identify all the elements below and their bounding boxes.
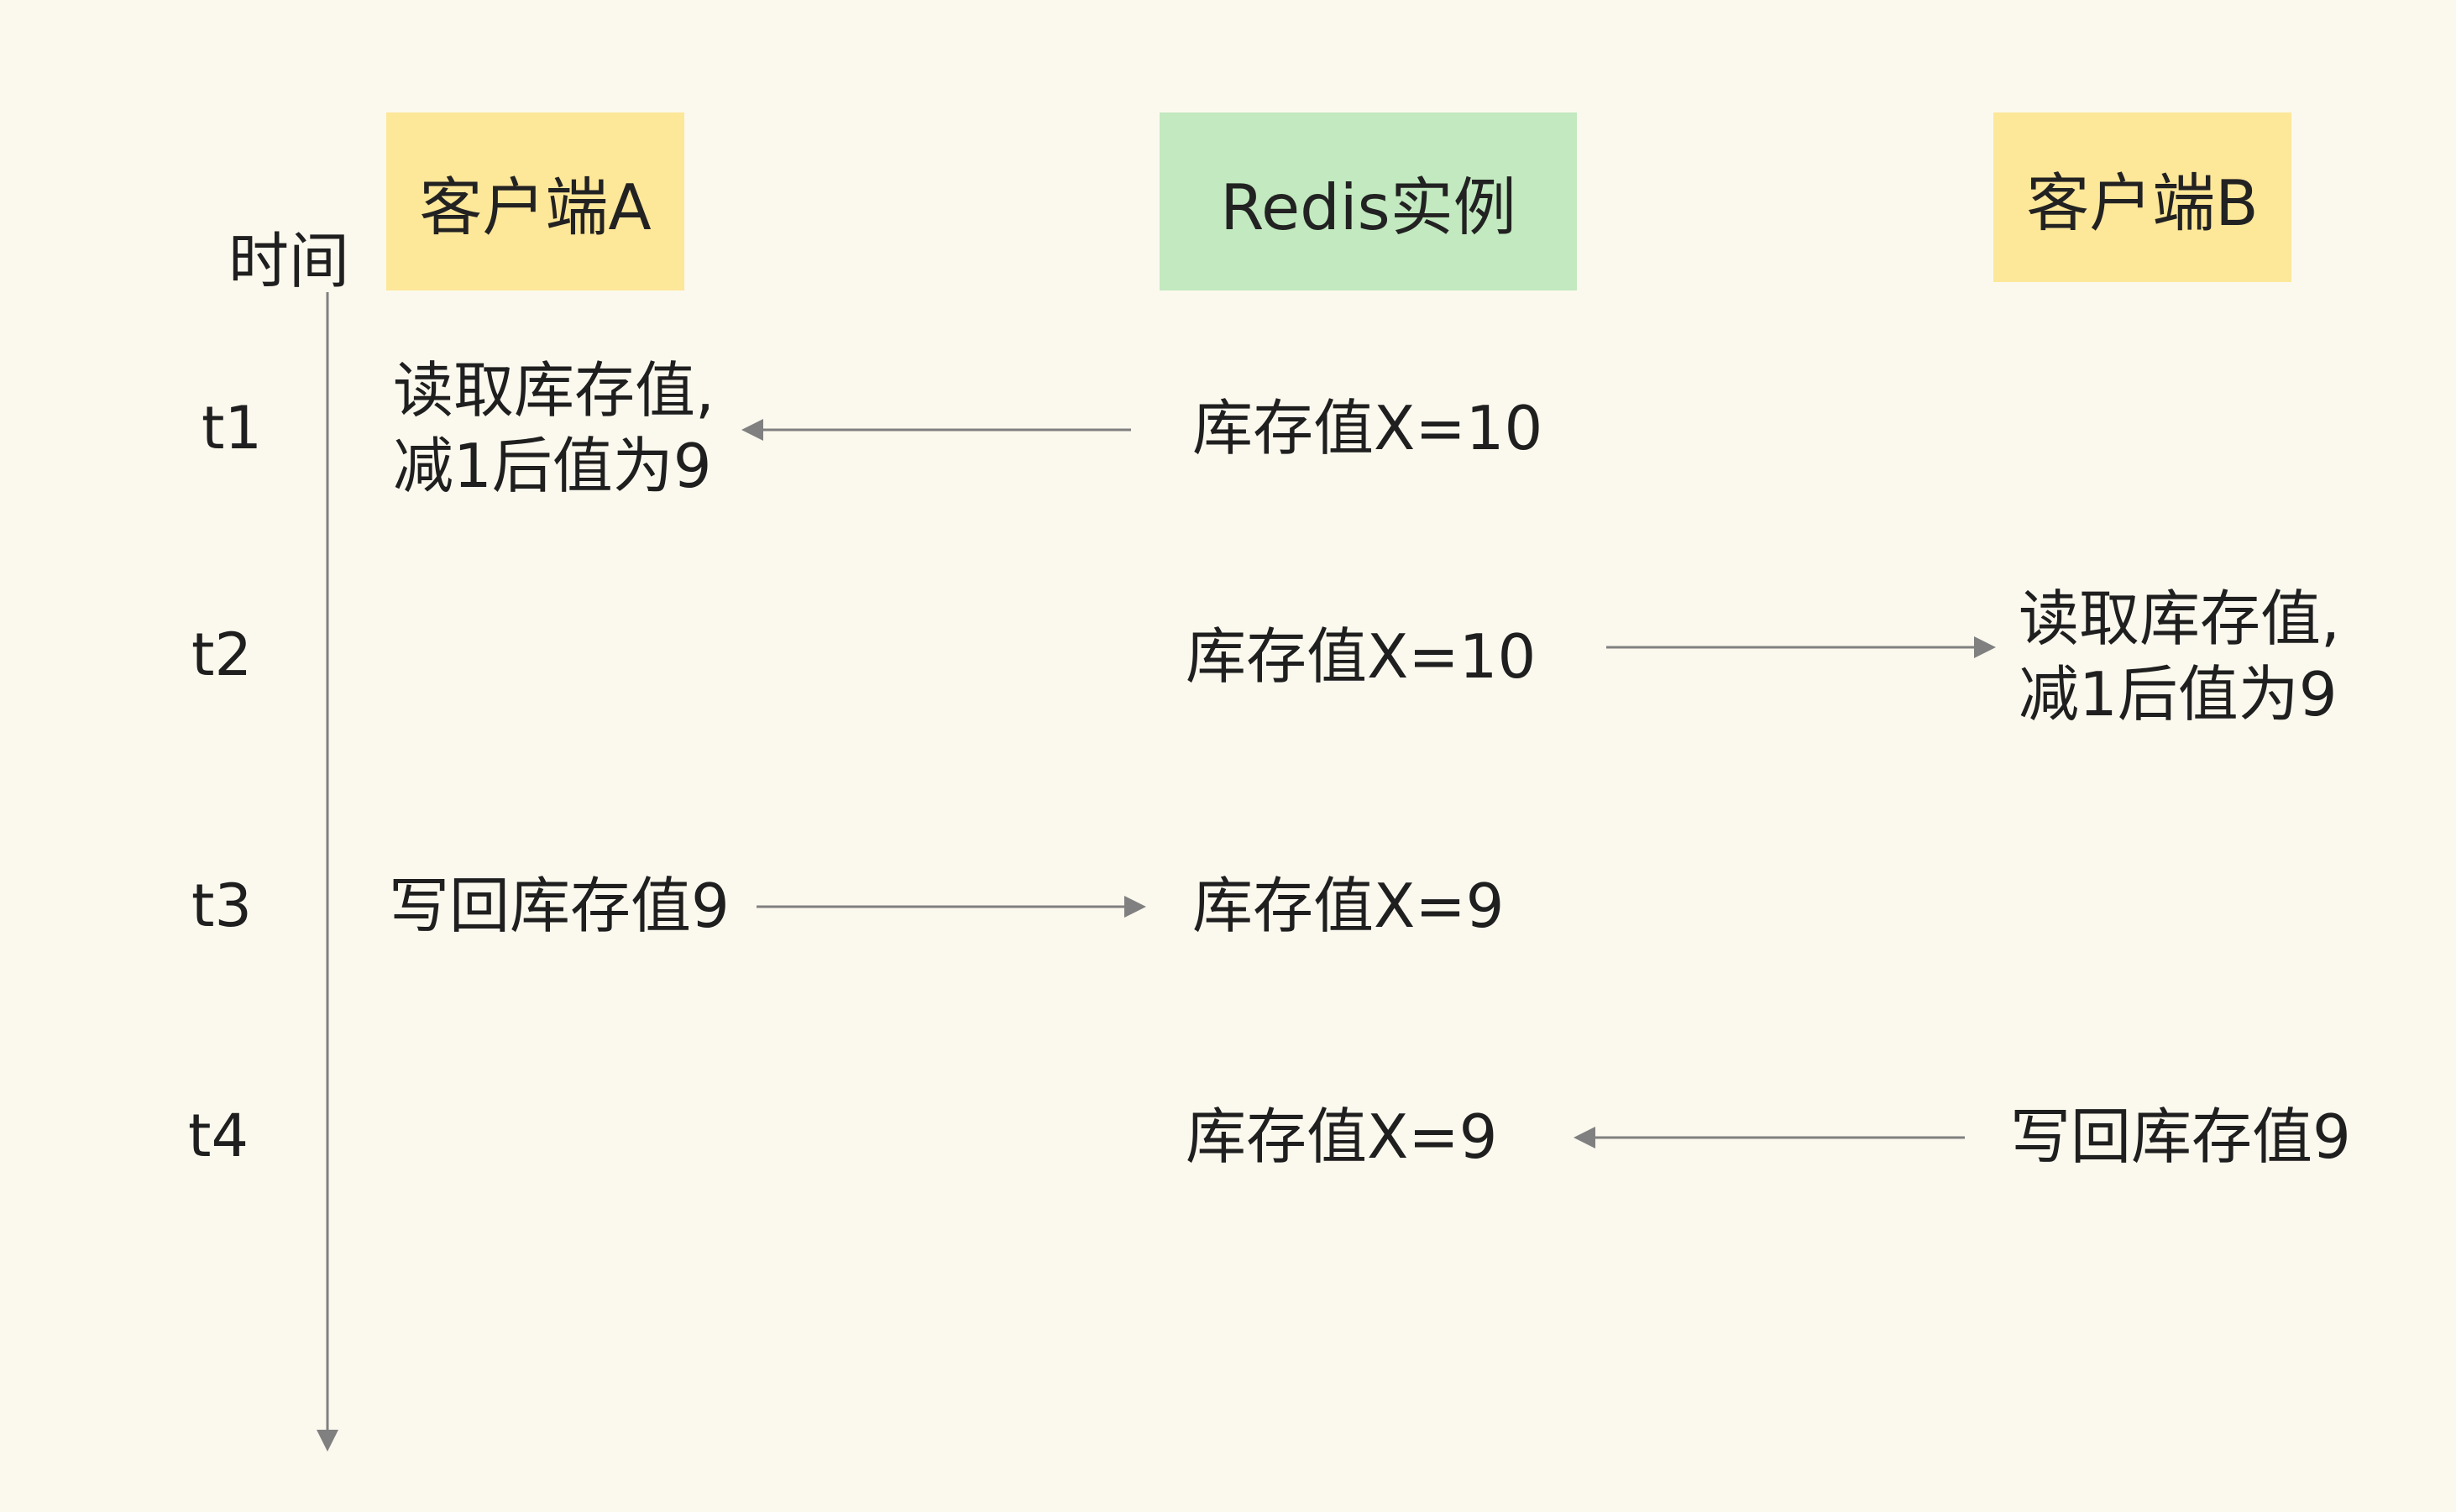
t1-client-a-note-line2: 减1后值为9 (393, 431, 712, 501)
client-a-title: 客户端A (419, 170, 652, 244)
t1-redis-value: 库存值X=10 (1192, 393, 1543, 463)
client-a-box: 客户端A (386, 112, 684, 290)
t3-client-a-write: 写回库存值9 (389, 871, 730, 941)
time-tick-t4: t4 (188, 1101, 249, 1170)
t1-client-a-note: 读取库存值, 减1后值为9 (393, 353, 715, 504)
client-b-title: 客户端B (2026, 165, 2259, 240)
time-tick-t3: t3 (191, 871, 252, 940)
time-tick-t2: t2 (191, 620, 252, 689)
time-tick-t1: t1 (202, 394, 262, 463)
t2-client-b-note-line2: 减1后值为9 (2019, 659, 2338, 730)
t2-client-b-note: 读取库存值, 减1后值为9 (2019, 581, 2340, 732)
t4-client-b-write: 写回库存值9 (2010, 1101, 2351, 1172)
t1-client-a-note-line1: 读取库存值, (393, 355, 715, 426)
redis-instance-title: Redis实例 (1220, 170, 1516, 244)
t4-redis-value: 库存值X=9 (1186, 1101, 1498, 1172)
t2-redis-value: 库存值X=10 (1186, 621, 1537, 692)
t2-client-b-note-line1: 读取库存值, (2019, 583, 2340, 654)
redis-instance-box: Redis实例 (1160, 112, 1577, 290)
time-axis-label: 时间 (228, 226, 350, 296)
t3-redis-value: 库存值X=9 (1192, 871, 1505, 941)
client-b-box: 客户端B (1993, 112, 2291, 282)
